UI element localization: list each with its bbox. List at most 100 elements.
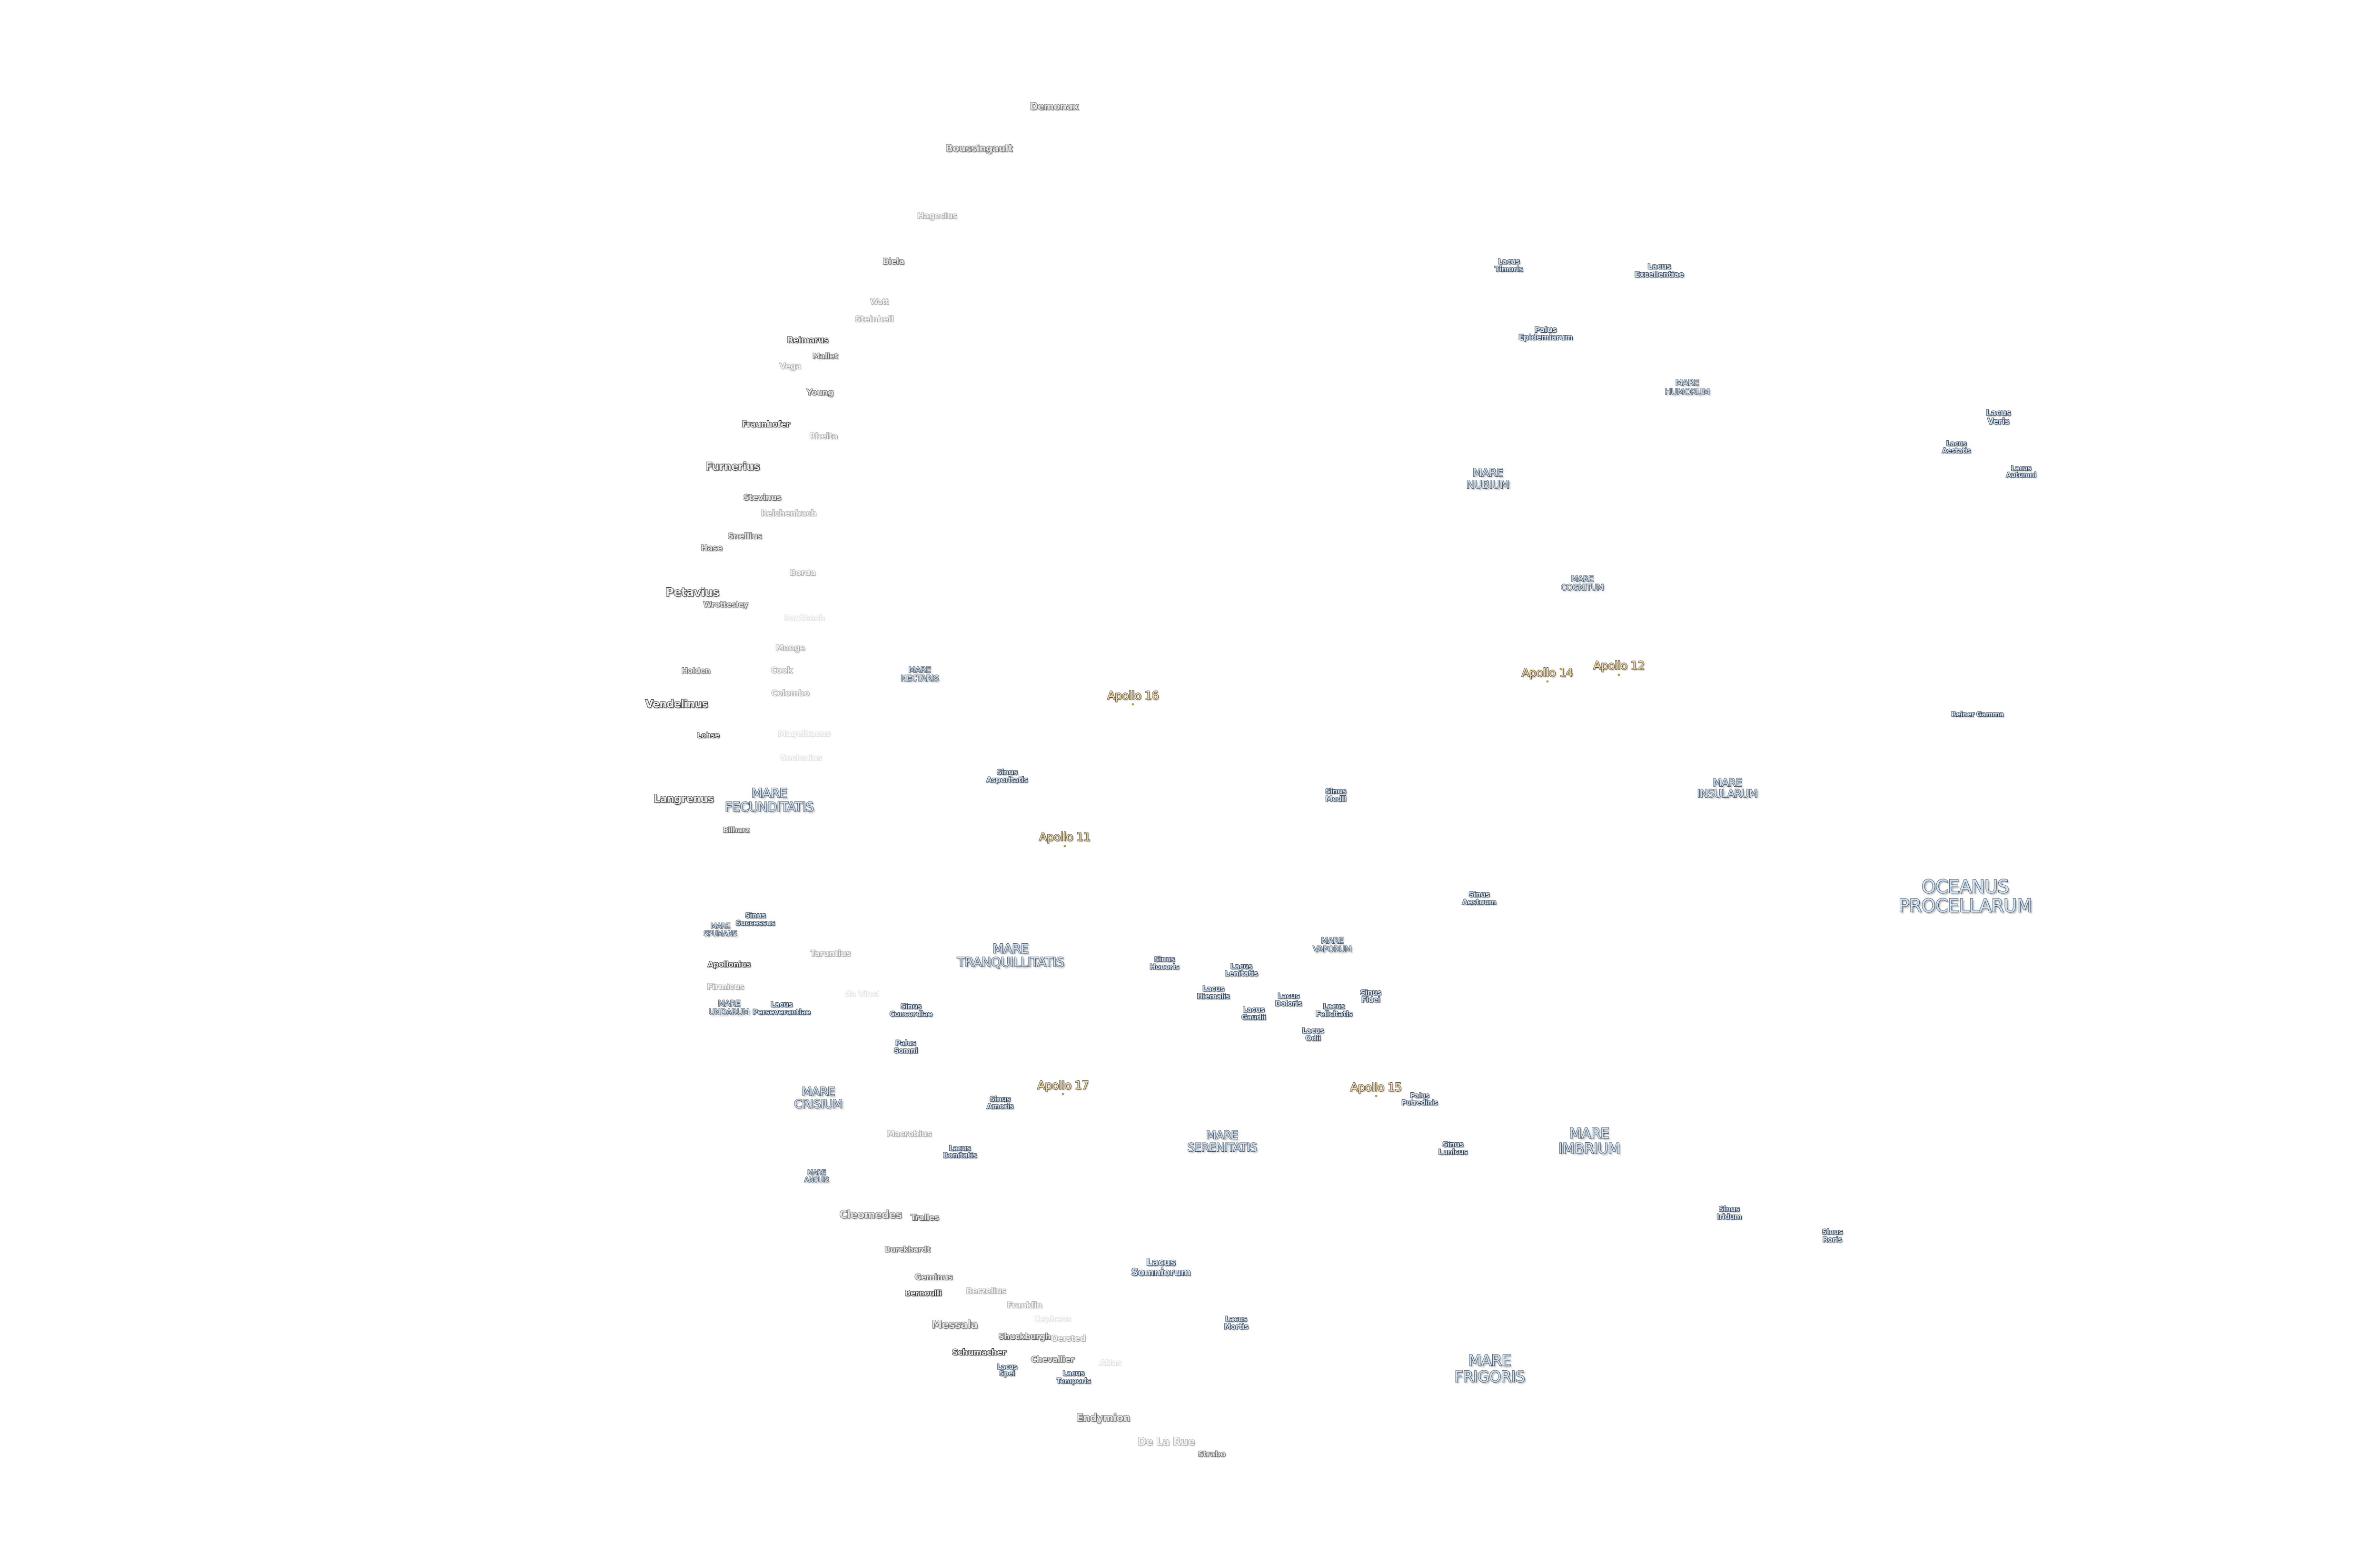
crater-label[interactable]: Cook xyxy=(770,666,793,676)
crater-label[interactable]: Monge xyxy=(775,643,805,653)
mare-label[interactable]: OCEANUS PROCELLARUM xyxy=(1898,876,2033,917)
crater-label[interactable]: Wrottesley xyxy=(703,600,748,609)
lunar-feature-label[interactable]: Lacus Hiemalis xyxy=(1197,984,1230,1001)
lunar-feature-label[interactable]: Lacus Perseverantiae xyxy=(752,1000,811,1017)
crater-label[interactable]: Colombo xyxy=(771,689,810,699)
lunar-feature-label[interactable]: Reiner Gamma xyxy=(1951,711,2004,719)
crater-label[interactable]: Burckhardt xyxy=(884,1245,931,1254)
crater-label[interactable]: De La Rue xyxy=(1137,1436,1196,1448)
crater-label[interactable]: Messala xyxy=(931,1319,978,1331)
crater-label[interactable]: Macrobius xyxy=(886,1129,932,1139)
lunar-feature-label[interactable]: Sinus Honoris xyxy=(1149,955,1180,971)
crater-label[interactable]: Fraunhofer xyxy=(741,419,790,429)
lunar-feature-label[interactable]: Lacus Aestatis xyxy=(1942,440,1972,455)
mare-label[interactable]: MARE TRANQUILLITATIS xyxy=(957,941,1065,970)
mare-label[interactable]: MARE SERENITATIS xyxy=(1187,1128,1258,1154)
lunar-feature-label[interactable]: Lacus Felicitatis xyxy=(1315,1002,1353,1018)
crater-label[interactable]: Reichenbach xyxy=(760,508,817,518)
mare-label[interactable]: MARE UNDARUM xyxy=(708,999,750,1018)
crater-label[interactable]: da Vinci xyxy=(844,989,880,999)
crater-label[interactable]: Strabo xyxy=(1198,1449,1226,1459)
crater-label[interactable]: Schumacher xyxy=(952,1347,1006,1357)
crater-label[interactable]: Magelhaens xyxy=(777,729,831,739)
crater-label[interactable]: Reimarus xyxy=(787,336,829,346)
lunar-feature-label[interactable]: Sinus Concordiae xyxy=(889,1002,933,1018)
mare-label[interactable]: MARE VAPORUM xyxy=(1312,936,1352,955)
lunar-feature-label[interactable]: Sinus Fidei xyxy=(1360,988,1382,1004)
apollo-landing-site-label[interactable]: Apollo 14 xyxy=(1521,666,1574,680)
crater-label[interactable]: Geminus xyxy=(914,1273,953,1283)
crater-label[interactable]: Vendelinus xyxy=(645,698,709,711)
crater-label[interactable]: Endymion xyxy=(1076,1412,1130,1423)
crater-label[interactable]: Hagecius xyxy=(917,211,958,221)
crater-label[interactable]: Shuckburgh xyxy=(998,1332,1051,1342)
crater-label[interactable]: Snellius xyxy=(727,531,763,541)
crater-label[interactable]: Atlas xyxy=(1099,1358,1122,1368)
crater-label[interactable]: Chevallier xyxy=(1031,1354,1075,1364)
lunar-feature-label[interactable]: Lacus Spei xyxy=(996,1363,1018,1378)
crater-label[interactable]: Hase xyxy=(700,544,723,554)
crater-label[interactable]: Tralles xyxy=(910,1213,940,1223)
crater-label[interactable]: Petavius xyxy=(665,585,720,599)
mare-label[interactable]: MARE COGNITUM xyxy=(1560,574,1604,593)
crater-label[interactable]: Young xyxy=(806,388,834,398)
lunar-feature-label[interactable]: Lacus Mortis xyxy=(1223,1315,1249,1331)
crater-label[interactable]: Borda xyxy=(789,568,816,578)
lunar-feature-label[interactable]: Lacus Somniorum xyxy=(1131,1256,1191,1278)
crater-label[interactable]: Apollonius xyxy=(707,960,751,969)
crater-label[interactable]: Stevinus xyxy=(743,493,782,503)
crater-label[interactable]: Vega xyxy=(779,362,802,372)
lunar-feature-label[interactable]: Sinus Amoris xyxy=(986,1094,1014,1111)
lunar-feature-label[interactable]: Lacus Odii xyxy=(1302,1026,1325,1043)
mare-label[interactable]: MARE FECUNDITATIS xyxy=(724,786,814,815)
crater-label[interactable]: Watt xyxy=(870,297,889,306)
crater-label[interactable]: Bernoulli xyxy=(904,1288,942,1298)
lunar-feature-label[interactable]: Sinus Asperitatis xyxy=(986,768,1029,784)
crater-label[interactable]: Cleomedes xyxy=(839,1209,902,1221)
mare-label[interactable]: MARE ANGUIS xyxy=(804,1169,830,1184)
mare-label[interactable]: MARE HUMORUM xyxy=(1664,378,1710,397)
mare-label[interactable]: MARE INSULARUM xyxy=(1697,777,1758,800)
apollo-landing-site-label[interactable]: Apollo 16 xyxy=(1107,689,1160,702)
crater-label[interactable]: Mallet xyxy=(812,351,839,361)
apollo-landing-site-label[interactable]: Apollo 17 xyxy=(1037,1078,1090,1092)
crater-label[interactable]: Boussingault xyxy=(945,142,1013,154)
mare-label[interactable]: MARE CRISIUM xyxy=(793,1084,843,1111)
lunar-feature-label[interactable]: Lacus Lenitatis xyxy=(1224,961,1259,978)
lunar-feature-label[interactable]: Lacus Timoris xyxy=(1494,257,1524,274)
crater-label[interactable]: Furnerius xyxy=(705,461,760,473)
crater-label[interactable]: Holden xyxy=(681,666,711,676)
lunar-feature-label[interactable]: Lacus Excellentiae xyxy=(1634,262,1685,279)
lunar-feature-label[interactable]: Sinus Roris xyxy=(1821,1227,1843,1244)
crater-label[interactable]: Cepheus xyxy=(1033,1315,1072,1325)
lunar-feature-label[interactable]: Palus Putredinis xyxy=(1401,1092,1438,1107)
crater-label[interactable]: Berzelius xyxy=(966,1286,1007,1296)
lunar-feature-label[interactable]: Sinus Iridum xyxy=(1716,1205,1743,1221)
crater-label[interactable]: Taruntius xyxy=(810,949,852,959)
apollo-landing-site-label[interactable]: Apollo 15 xyxy=(1350,1080,1403,1094)
lunar-feature-label[interactable]: Palus Somni xyxy=(893,1038,919,1055)
crater-label[interactable]: Goclenius xyxy=(779,753,823,763)
crater-label[interactable]: Lohse xyxy=(696,731,720,740)
mare-label[interactable]: MARE NECTARIS xyxy=(900,665,939,683)
lunar-feature-label[interactable]: Palus Epidemiarum xyxy=(1518,325,1573,342)
crater-label[interactable]: Langrenus xyxy=(653,793,714,805)
mare-label[interactable]: MARE NUBIUM xyxy=(1466,467,1510,491)
lunar-feature-label[interactable]: Lacus Autumni xyxy=(2005,465,2037,480)
lunar-feature-label[interactable]: Lacus Veris xyxy=(1985,408,2012,426)
lunar-feature-label[interactable]: Lacus Gaudii xyxy=(1241,1005,1267,1022)
lunar-feature-label[interactable]: Sinus Aestuum xyxy=(1462,890,1497,906)
mare-label[interactable]: MARE FRIGORIS xyxy=(1454,1351,1526,1385)
lunar-feature-label[interactable]: Sinus Successus xyxy=(735,911,776,927)
crater-label[interactable]: Steinheil xyxy=(854,315,894,325)
lunar-feature-label[interactable]: Lacus Doloris xyxy=(1275,991,1303,1008)
lunar-feature-label[interactable]: Sinus Medii xyxy=(1325,787,1347,803)
crater-label[interactable]: Santbech xyxy=(783,613,825,623)
crater-label[interactable]: Rheita xyxy=(809,432,838,442)
lunar-feature-label[interactable]: Sinus Lunicus xyxy=(1438,1140,1468,1156)
mare-label[interactable]: MARE IMBRIUM xyxy=(1558,1125,1621,1157)
lunar-feature-label[interactable]: Lacus Bonitatis xyxy=(942,1143,978,1160)
lunar-feature-label[interactable]: Lacus Temporis xyxy=(1056,1369,1091,1385)
crater-label[interactable]: Oersted xyxy=(1051,1334,1086,1344)
crater-label[interactable]: Bilharz xyxy=(723,825,750,834)
